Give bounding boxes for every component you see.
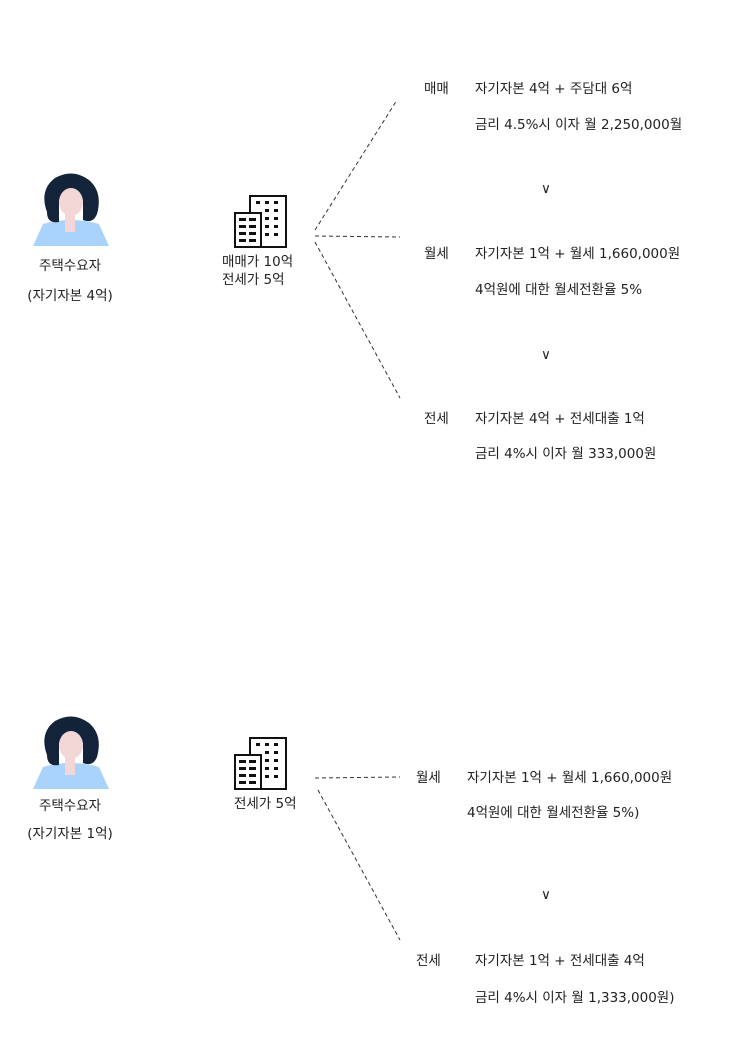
building-icon [234,195,287,248]
option-line1: 자기자본 1억 + 월세 1,660,000원 [475,246,681,262]
option-label: 매매 [424,81,449,97]
connector-jeonse-2 [317,789,401,941]
sale-price: 매매가 10억 [222,254,294,270]
person-capital: (자기자본 1억) [27,826,113,842]
building-icon [234,737,287,790]
option-line1: 자기자본 4억 + 주담대 6억 [475,81,633,97]
person-title: 주택수요자 [38,798,102,814]
connector-monthly [314,235,401,238]
connector-jeonse [314,241,401,399]
option-line2: 금리 4%시 이자 월 333,000원 [475,446,657,462]
option-line2: 4억원에 대한 월세전환율 5% [475,282,643,298]
option-label: 전세 [424,411,449,427]
person-capital: (자기자본 4억) [27,288,113,304]
person-icon [33,173,109,246]
person-title: 주택수요자 [38,258,102,274]
connector-monthly-2 [314,776,401,779]
option-label: 월세 [424,246,449,262]
jeonse-price: 전세가 5억 [234,796,297,812]
option-line2: 금리 4%시 이자 월 1,333,000원) [475,990,675,1006]
comparator: ∨ [541,181,551,197]
option-line1: 자기자본 1억 + 월세 1,660,000원 [467,770,673,786]
comparator: ∨ [541,887,551,903]
option-line1: 자기자본 1억 + 전세대출 4억 [475,953,645,969]
comparator: ∨ [541,347,551,363]
option-line1: 자기자본 4억 + 전세대출 1억 [475,411,645,427]
person-icon [33,716,109,789]
connector-sale [314,99,398,231]
option-label: 전세 [416,953,441,969]
option-label: 월세 [416,770,441,786]
jeonse-price: 전세가 5억 [222,272,285,288]
option-line2: 금리 4.5%시 이자 월 2,250,000월 [475,117,683,133]
option-line2: 4억원에 대한 월세전환율 5%) [467,805,640,821]
